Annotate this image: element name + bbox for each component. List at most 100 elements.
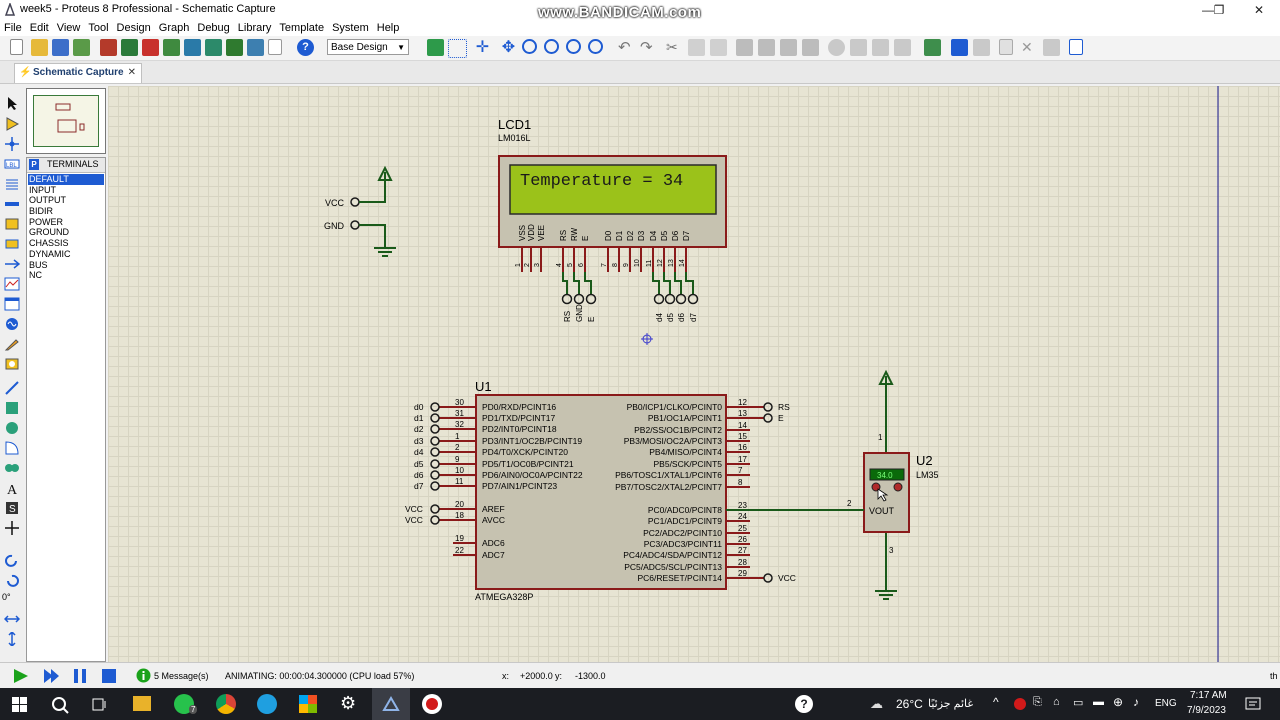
decompose-icon[interactable] bbox=[894, 39, 911, 56]
subcircuit-icon[interactable] bbox=[4, 217, 20, 231]
wire-autorouter-icon[interactable] bbox=[924, 39, 941, 56]
overview-window[interactable] bbox=[26, 88, 106, 154]
schematic-drawing[interactable]: VCC GND LCD1 LM016L Temperature = 34 VSS… bbox=[108, 86, 1280, 662]
play-icon[interactable] bbox=[12, 668, 30, 684]
terminal-item-power[interactable]: POWER bbox=[29, 216, 64, 227]
terminal-item-ground[interactable]: GROUND bbox=[29, 227, 69, 238]
home-icon[interactable] bbox=[100, 39, 117, 56]
menu-library[interactable]: Library bbox=[237, 22, 272, 34]
messages-count[interactable]: 5 Message(s) bbox=[154, 671, 209, 681]
mcu-component[interactable]: U1 ATMEGA328P PD0/RXD/PCINT1630d0PD1/TXD… bbox=[405, 379, 796, 602]
generator-mode-icon[interactable] bbox=[4, 317, 20, 331]
block-rotate-icon[interactable] bbox=[780, 39, 797, 56]
menu-design[interactable]: Design bbox=[116, 22, 151, 34]
menu-help[interactable]: Help bbox=[376, 22, 400, 34]
clock-time[interactable]: 7:17 AM bbox=[1190, 690, 1227, 701]
box-draw-icon[interactable] bbox=[4, 401, 20, 415]
terminals-mode-icon[interactable] bbox=[4, 237, 20, 251]
terminal-item-bus[interactable]: BUS bbox=[29, 259, 48, 270]
zoom-in-icon[interactable] bbox=[522, 39, 537, 54]
remove-sheet-icon[interactable]: ✕ bbox=[1021, 39, 1033, 55]
component-mode-icon[interactable] bbox=[4, 117, 20, 131]
schematic-icon[interactable] bbox=[121, 39, 138, 56]
junction-dot-icon[interactable] bbox=[4, 137, 20, 151]
property-tool-icon[interactable] bbox=[973, 39, 990, 56]
block-move-icon[interactable] bbox=[758, 39, 775, 56]
minimize-button[interactable]: — bbox=[1202, 3, 1214, 17]
edge-icon[interactable] bbox=[257, 694, 277, 714]
menu-file[interactable]: File bbox=[4, 22, 22, 34]
mirror-x-icon[interactable] bbox=[4, 612, 20, 626]
origin-icon[interactable]: ✛ bbox=[475, 39, 490, 56]
menu-template[interactable]: Template bbox=[279, 22, 325, 34]
chrome-icon[interactable] bbox=[216, 694, 236, 714]
file-explorer-icon[interactable] bbox=[133, 696, 151, 711]
line-draw-icon[interactable] bbox=[4, 381, 20, 395]
undo-icon[interactable]: ↶ bbox=[618, 39, 631, 56]
notes-icon[interactable] bbox=[268, 39, 282, 55]
weather-temperature[interactable]: 26°C bbox=[896, 697, 923, 711]
terminal-item-dynamic[interactable]: DYNAMIC bbox=[29, 248, 71, 259]
step-icon[interactable] bbox=[42, 668, 60, 684]
menu-debug[interactable]: Debug bbox=[197, 22, 230, 34]
close-tab-icon[interactable]: ✕ bbox=[127, 67, 136, 78]
input-language[interactable]: ENG bbox=[1155, 698, 1177, 709]
vcc-power-terminal[interactable]: VCC bbox=[325, 165, 393, 208]
terminal-item-input[interactable]: INPUT bbox=[29, 184, 56, 195]
volume-icon[interactable]: ♪ bbox=[1133, 695, 1139, 709]
proteus-taskbar-button[interactable] bbox=[372, 688, 410, 720]
arc-draw-icon[interactable] bbox=[4, 441, 20, 455]
sensor-component[interactable]: 1 34.0 VOUT U2 LM35 2 3 bbox=[726, 369, 939, 600]
notifications-icon[interactable] bbox=[1245, 697, 1261, 711]
block-delete-icon[interactable] bbox=[802, 39, 819, 56]
tape-recorder-icon[interactable] bbox=[4, 297, 20, 311]
close-window-button[interactable]: ✕ bbox=[1253, 3, 1265, 17]
lcd-component[interactable]: LCD1 LM016L Temperature = 34 VSS1VDD2VEE… bbox=[498, 117, 727, 322]
device-pins-icon[interactable] bbox=[4, 257, 20, 271]
battery-tray-icon[interactable]: ▬ bbox=[1093, 696, 1104, 708]
headset-tray-icon[interactable]: ⌂ bbox=[1053, 696, 1060, 708]
search-icon[interactable] bbox=[51, 696, 69, 714]
voltage-probe-icon[interactable] bbox=[4, 337, 20, 351]
terminal-item-nc[interactable]: NC bbox=[29, 270, 42, 281]
task-view-icon[interactable] bbox=[92, 697, 108, 712]
terminal-item-default[interactable]: DEFAULT bbox=[28, 174, 104, 185]
block-copy-icon[interactable] bbox=[736, 39, 753, 56]
import-icon[interactable] bbox=[73, 39, 90, 56]
text-draw-icon[interactable]: A bbox=[4, 481, 20, 495]
overview-viewport[interactable] bbox=[33, 95, 99, 147]
language-globe-icon[interactable]: ⊕ bbox=[1113, 695, 1124, 709]
paste-icon[interactable] bbox=[710, 39, 727, 56]
redo-icon[interactable]: ↷ bbox=[640, 39, 653, 56]
mirror-y-icon[interactable] bbox=[4, 632, 20, 646]
new-sheet-icon[interactable] bbox=[999, 39, 1013, 55]
stop-icon[interactable] bbox=[101, 668, 117, 684]
office-icon[interactable] bbox=[299, 695, 317, 713]
symbol-draw-icon[interactable]: S bbox=[4, 501, 20, 515]
weather-condition[interactable]: غائم جزئيًا bbox=[928, 698, 974, 710]
schematic-canvas[interactable]: VCC GND LCD1 LM016L Temperature = 34 VSS… bbox=[108, 86, 1280, 662]
device-tray-icon[interactable]: ⎘ bbox=[1033, 696, 1042, 708]
text-script-icon[interactable] bbox=[4, 177, 20, 191]
menu-edit[interactable]: Edit bbox=[29, 22, 49, 34]
chevron-up-icon[interactable]: ^ bbox=[993, 695, 999, 709]
rotate-clockwise-icon[interactable] bbox=[4, 554, 20, 568]
path-draw-icon[interactable] bbox=[4, 461, 20, 475]
open-folder-icon[interactable] bbox=[31, 39, 48, 56]
packaging-icon[interactable] bbox=[872, 39, 889, 56]
exit-parent-icon[interactable] bbox=[1043, 39, 1060, 56]
3d-view-icon[interactable] bbox=[184, 39, 201, 56]
network-tray-icon[interactable]: ▭ bbox=[1073, 697, 1084, 709]
menu-graph[interactable]: Graph bbox=[158, 22, 190, 34]
make-device-icon[interactable] bbox=[850, 39, 867, 56]
windows-start-icon[interactable] bbox=[12, 697, 27, 712]
marker-icon[interactable] bbox=[4, 521, 20, 535]
graph-mode-icon[interactable] bbox=[4, 277, 20, 291]
wire-label-icon[interactable]: LBL bbox=[4, 157, 20, 171]
grid-toggle-icon[interactable] bbox=[448, 39, 467, 58]
terminal-item-output[interactable]: OUTPUT bbox=[29, 195, 66, 206]
pick-badge[interactable]: P bbox=[29, 159, 39, 170]
circle-draw-icon[interactable] bbox=[4, 421, 20, 435]
pause-icon[interactable] bbox=[72, 668, 88, 684]
menu-view[interactable]: View bbox=[56, 22, 81, 34]
